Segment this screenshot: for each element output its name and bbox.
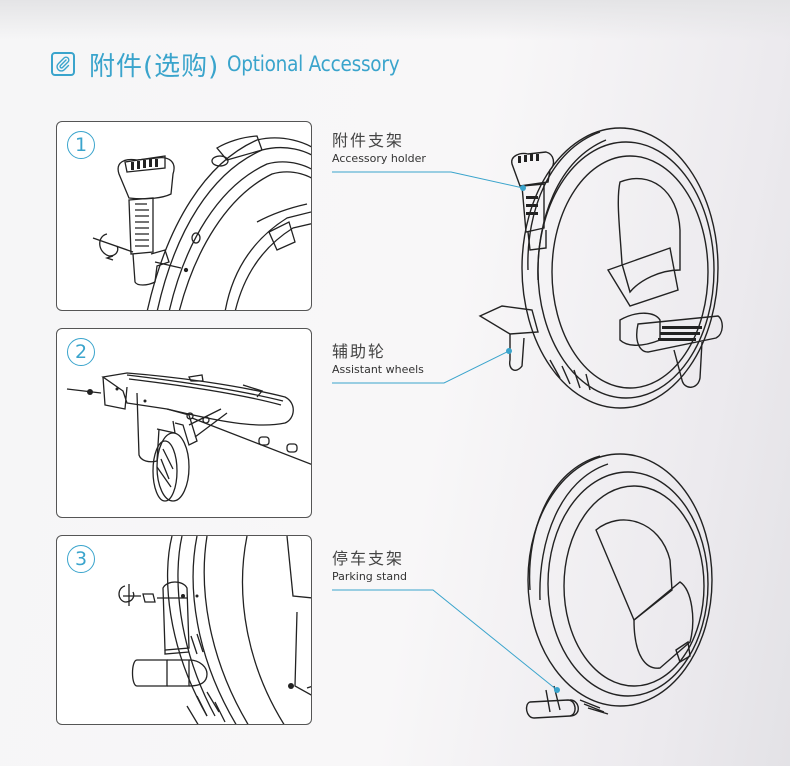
unicycle-with-holder-and-wheels-illustration xyxy=(478,127,723,409)
label-chinese: 附件支架 xyxy=(332,131,405,150)
page-title-chinese: 附件(选购) xyxy=(89,51,220,82)
accessory-label-holder: 附件支架 Accessory holder xyxy=(332,131,426,166)
label-chinese: 停车支架 xyxy=(332,549,405,568)
step-panel-3: 3 xyxy=(56,535,312,725)
step-panel-1: 1 xyxy=(56,121,312,311)
page-title-english: Optional Accessory xyxy=(227,52,400,76)
accessory-label-parking-stand: 停车支架 Parking stand xyxy=(332,549,408,584)
accessory-holder-install-illustration xyxy=(92,135,311,310)
step-number-badge: 3 xyxy=(67,545,95,573)
background-shade xyxy=(0,0,790,40)
label-english: Accessory holder xyxy=(332,152,426,165)
label-chinese: 辅助轮 xyxy=(332,342,387,361)
step-panel-2: 2 xyxy=(56,328,312,518)
paperclip-icon xyxy=(51,52,75,76)
step-number-badge: 2 xyxy=(67,338,95,366)
label-english: Assistant wheels xyxy=(332,363,424,376)
accessory-label-wheels: 辅助轮 Assistant wheels xyxy=(332,342,424,377)
assistant-wheel-install-illustration xyxy=(66,372,311,502)
section-header: 附件(选购) Optional Accessory xyxy=(51,47,423,82)
step-number-badge: 1 xyxy=(67,131,95,159)
parking-stand-install-illustration xyxy=(118,536,311,724)
label-english: Parking stand xyxy=(332,570,408,583)
unicycle-with-parking-stand-illustration xyxy=(525,453,713,719)
